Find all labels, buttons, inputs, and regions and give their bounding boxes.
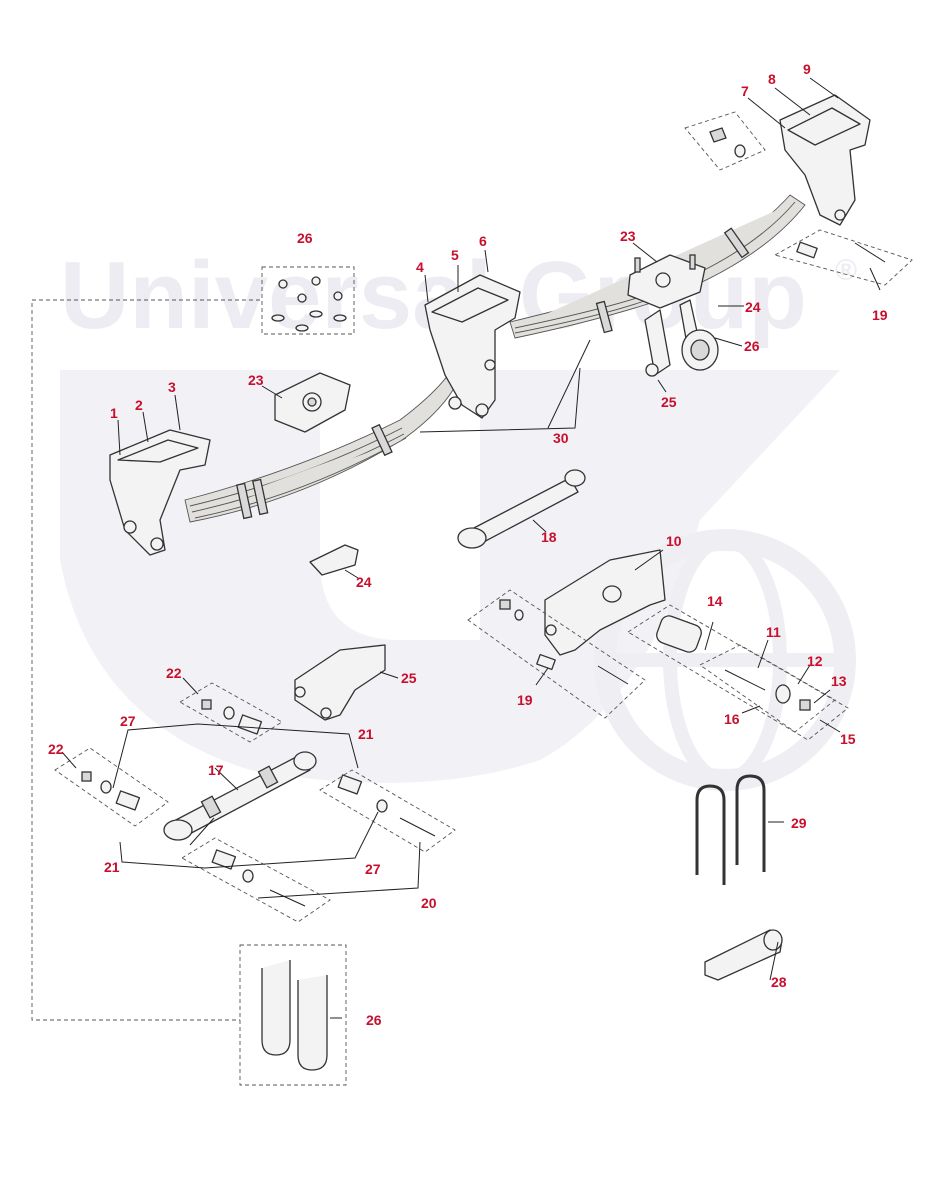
- callout-26-right: 26: [744, 338, 760, 354]
- callout-6: 6: [479, 233, 487, 249]
- callout-24-left: 24: [356, 574, 372, 590]
- callout-16: 16: [724, 711, 740, 727]
- u-bolts: [695, 774, 766, 885]
- callout-17: 17: [208, 762, 224, 778]
- callout-4: 4: [416, 259, 424, 275]
- watermark-registered-mark: ®: [835, 254, 857, 287]
- equalizer-hanger-assembly: [424, 274, 521, 419]
- axle-bumper: [704, 929, 783, 981]
- axle-seat-assembly: [627, 254, 719, 377]
- dashed-group-26-ubolts: [239, 944, 347, 1086]
- callout-18: 18: [541, 529, 557, 545]
- callout-2: 2: [135, 397, 143, 413]
- callout-24-right: 24: [745, 299, 761, 315]
- callout-1: 1: [110, 405, 118, 421]
- long-dashed-link: [31, 299, 260, 1021]
- callout-3: 3: [168, 379, 176, 395]
- callout-23-left: 23: [248, 372, 264, 388]
- callout-26-ubolts: 26: [366, 1012, 382, 1028]
- callout-10: 10: [666, 533, 682, 549]
- leader-lines: [61, 77, 881, 1019]
- dashed-group-14-16: [627, 604, 849, 741]
- callout-19-bracket: 19: [517, 692, 533, 708]
- callout-22-top: 22: [166, 665, 182, 681]
- callout-22-bottom: 22: [48, 741, 64, 757]
- dashed-group-22-21-27-top: [179, 682, 456, 853]
- axle-seat-left: [274, 372, 351, 433]
- callout-9: 9: [803, 61, 811, 77]
- callout-25-top: 25: [661, 394, 677, 410]
- callout-29: 29: [791, 815, 807, 831]
- callout-13: 13: [831, 673, 847, 689]
- rear-hanger-assembly: [779, 94, 871, 226]
- bump-stop: [309, 544, 359, 576]
- dashed-group-hardware-7-8: [684, 111, 766, 171]
- spring-clamps: [235, 227, 750, 520]
- callout-11: 11: [766, 624, 781, 640]
- torque-arm-bracket: [544, 549, 666, 656]
- callout-30: 30: [553, 430, 569, 446]
- front-hanger-assembly: [109, 429, 211, 556]
- callout-27-top: 27: [120, 713, 136, 729]
- callout-26-nuts: 26: [297, 230, 313, 246]
- callout-15: 15: [840, 731, 856, 747]
- dashed-group-19-top: [773, 229, 913, 286]
- callout-7: 7: [741, 83, 749, 99]
- torque-arm-fixed: [457, 469, 586, 549]
- callout-25-bottom: 25: [401, 670, 417, 686]
- callout-21-bottom: 21: [104, 859, 120, 875]
- dashed-group-26-nuts: [261, 266, 355, 335]
- dashed-group-22-21-27-bottom: [54, 747, 331, 923]
- callout-12: 12: [807, 653, 823, 669]
- callout-21-top: 21: [358, 726, 374, 742]
- dashed-group-19-bracket: [467, 589, 646, 719]
- torque-arm-adjustable: [163, 751, 317, 841]
- callout-27-bottom: 27: [365, 861, 381, 877]
- callout-28: 28: [771, 974, 787, 990]
- callout-8: 8: [768, 71, 776, 87]
- callout-19-top: 19: [872, 307, 888, 323]
- callout-23-right: 23: [620, 228, 636, 244]
- callout-20: 20: [421, 895, 437, 911]
- torque-arm-bracket-small: [294, 644, 386, 721]
- callout-numbers: 1 2 3 4 5 6 7 8 9 10 11 12 13 14 15 16 1…: [48, 61, 888, 1028]
- callout-5: 5: [451, 247, 459, 263]
- callout-14: 14: [707, 593, 723, 609]
